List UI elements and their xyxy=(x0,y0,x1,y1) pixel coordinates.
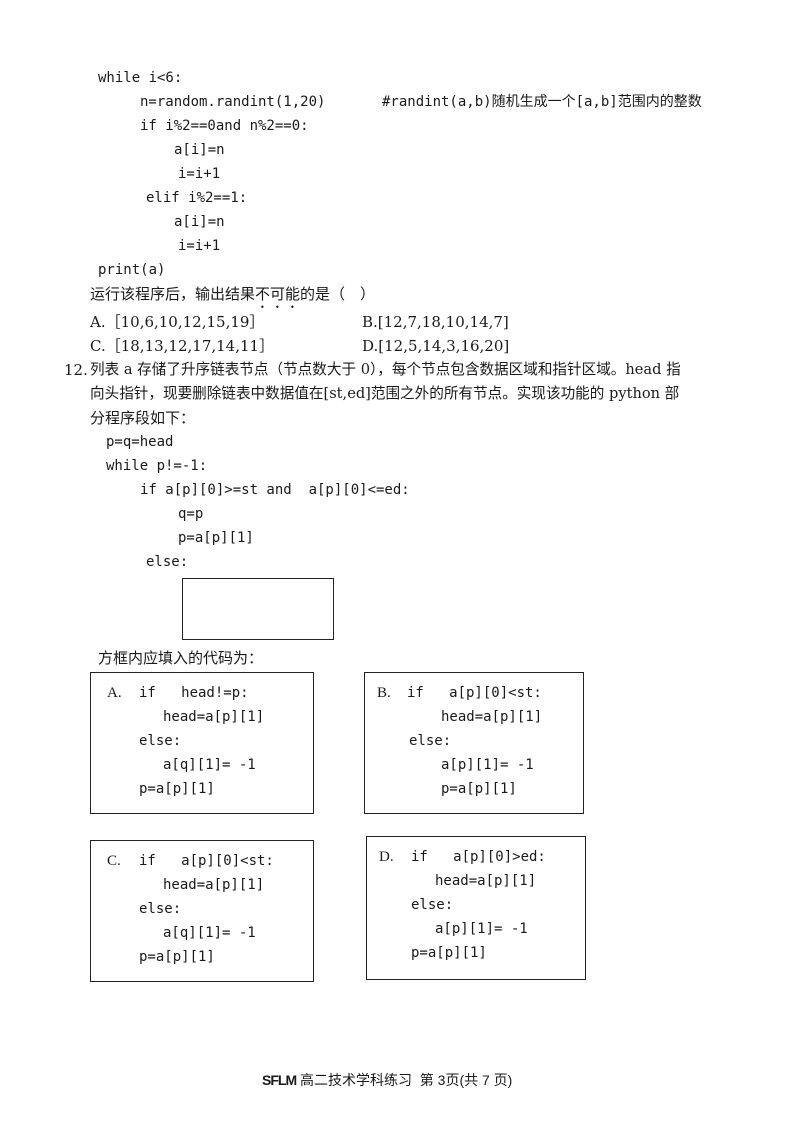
code-line: i=i+1 xyxy=(178,238,221,254)
choice-c-box[interactable]: C. if a[p][0]<st: head=a[p][1] else: a[q… xyxy=(90,840,314,982)
code-line: a[i]=n xyxy=(174,142,225,158)
code-line: p=a[p][1] xyxy=(139,949,215,965)
code-line: a[i]=n xyxy=(174,214,225,230)
code-line: if a[p][0]>=st and a[p][0]<=ed: xyxy=(140,482,410,498)
code-line: while i<6: xyxy=(98,70,183,86)
q11-option-c[interactable]: C.［18,13,12,17,14,11］ xyxy=(90,337,275,355)
q11-option-a[interactable]: A.［10,6,10,12,15,19］ xyxy=(90,313,265,331)
code-line: if a[p][0]>ed: xyxy=(411,849,546,865)
choice-label: C. xyxy=(107,853,121,869)
code-comment: #randint(a,b)随机生成一个[a,b]范围内的整数 xyxy=(382,94,702,110)
code-line: print(a) xyxy=(98,262,166,278)
code-line: a[p][1]= -1 xyxy=(441,757,534,773)
emphasis-text: 不可能 xyxy=(255,285,301,303)
choice-a-box[interactable]: A. if head!=p: head=a[p][1] else: a[q][1… xyxy=(90,672,314,814)
q12-number: 12. xyxy=(64,361,88,379)
choice-d-box[interactable]: D. if a[p][0]>ed: head=a[p][1] else: a[p… xyxy=(366,836,586,980)
code-line: a[q][1]= -1 xyxy=(163,925,256,941)
q12-text: 向头指针，现要删除链表中数据值在[st,ed]范围之外的所有节点。实现该功能的 … xyxy=(90,385,680,402)
answer-blank-box[interactable] xyxy=(182,578,334,640)
choice-label: B. xyxy=(377,685,391,701)
code-line: p=a[p][1] xyxy=(139,781,215,797)
code-line: while p!=-1: xyxy=(106,458,208,474)
code-line: else: xyxy=(409,733,452,749)
code-line: head=a[p][1] xyxy=(163,709,265,725)
code-line: head=a[p][1] xyxy=(163,877,265,893)
q12-text: 列表 a 存储了升序链表节点（节点数大于 0），每个节点包含数据区域和指针区域。… xyxy=(90,361,681,378)
q11-question: 运行该程序后，输出结果不可能的是（ ） xyxy=(90,285,376,303)
choice-label: A. xyxy=(107,685,122,701)
code-line: p=a[p][1] xyxy=(178,530,254,546)
code-line: head=a[p][1] xyxy=(441,709,543,725)
choice-label: D. xyxy=(379,849,394,865)
code-line: i=i+1 xyxy=(178,166,221,182)
code-line: q=p xyxy=(178,506,204,522)
q12-text: 分程序段如下： xyxy=(90,409,196,427)
code-line: if a[p][0]<st: xyxy=(407,685,542,701)
code-line: head=a[p][1] xyxy=(435,873,537,889)
code-line: else: xyxy=(411,897,454,913)
code-line: p=a[p][1] xyxy=(411,945,487,961)
footer-text: 高二技术学科练习 第 3页(共 7 页) xyxy=(300,1072,513,1088)
code-line: if a[p][0]<st: xyxy=(139,853,274,869)
choice-b-box[interactable]: B. if a[p][0]<st: head=a[p][1] else: a[p… xyxy=(364,672,584,814)
code-line: else: xyxy=(139,901,182,917)
code-line: elif i%2==1: xyxy=(146,190,248,206)
code-line: if i%2==0and n%2==0: xyxy=(140,118,309,134)
code-line: a[p][1]= -1 xyxy=(435,921,528,937)
page-footer: SFLM 高二技术学科练习 第 3页(共 7 页) xyxy=(262,1070,512,1090)
fill-prompt: 方框内应填入的代码为： xyxy=(98,649,264,667)
q11-option-d[interactable]: D.[12,5,14,3,16,20] xyxy=(362,337,510,355)
code-line: n=random.randint(1,20) xyxy=(140,94,326,110)
code-line: else: xyxy=(139,733,182,749)
q11-option-b[interactable]: B.[12,7,18,10,14,7] xyxy=(362,313,509,331)
code-line: a[q][1]= -1 xyxy=(163,757,256,773)
code-line: p=q=head xyxy=(106,434,174,450)
footer-logo: SFLM xyxy=(262,1072,297,1088)
code-line: if head!=p: xyxy=(139,685,249,701)
code-line: else: xyxy=(146,554,189,570)
code-line: p=a[p][1] xyxy=(441,781,517,797)
